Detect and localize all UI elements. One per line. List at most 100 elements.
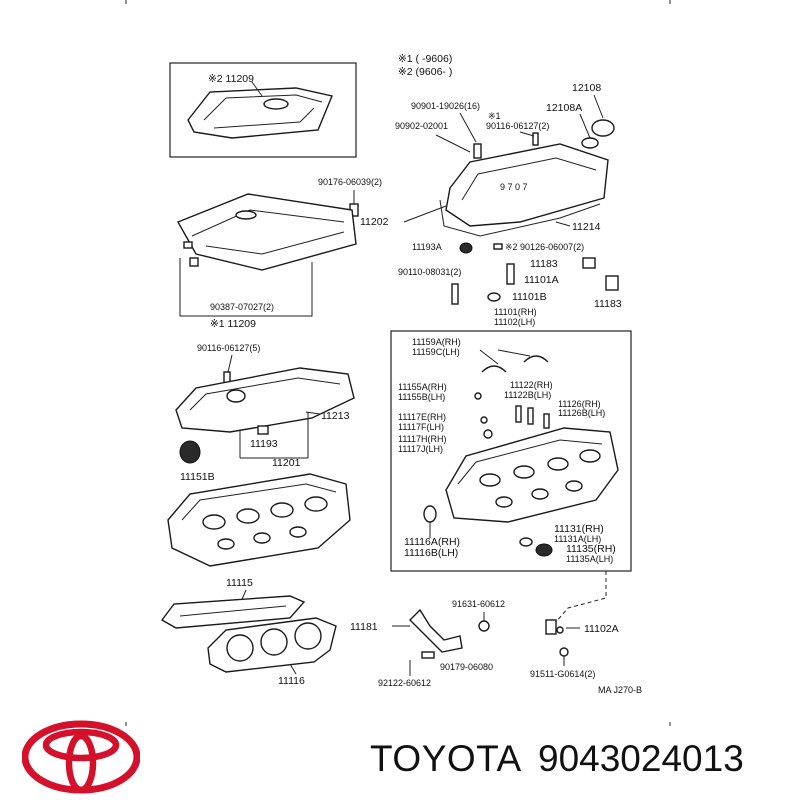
cover-emblem [235,210,257,220]
head-cover-rh [445,143,609,227]
label-90179: 90179-06080 [440,662,493,672]
plug [480,416,488,424]
port [495,496,513,508]
bush [487,292,501,302]
label-11201: 11201 [272,457,301,469]
bolt [473,143,482,159]
label-11117H: 11117H(RH) [398,434,447,444]
label-11209-top: ※2 11209 [208,73,254,85]
legend-line-2: ※2 (9606- ) [398,66,452,78]
guide [515,405,522,423]
label-11116B: 11116B(LH) [404,547,458,559]
label-11102A: 11102A [584,623,619,635]
label-90176: 90176-06039(2) [318,177,382,187]
leader-line [555,221,571,227]
legend-line-1: ※1 ( -9606) [398,53,452,65]
cover-bolt [189,257,199,267]
cover-gasket-11214 [439,199,601,237]
label-11213: 11213 [321,410,350,422]
cover-emblem [263,98,289,110]
plug [519,537,533,547]
reference-line [555,571,607,623]
plug [483,429,493,439]
seal [481,365,507,373]
guide [543,413,550,429]
plug-seal [257,425,269,435]
port [479,473,501,487]
plug [535,543,553,557]
port [513,465,535,479]
label-11159A: 11159A(RH) [412,337,461,347]
label-11202: 11202 [360,216,389,228]
oil-filler-cap [591,119,615,137]
port [547,457,569,471]
engine-cover-detail [205,231,345,255]
label-11122: 11122(RH) [510,380,553,390]
label-90901: 90901-19026(16) [411,101,480,111]
leader-line [497,349,531,357]
label-11155A: 11155A(RH) [398,382,447,392]
label-11122B: 11122B(LH) [504,390,551,400]
label-11193: 11193 [250,438,278,450]
label-12108: 12108 [572,82,601,94]
label-90116b: 90116-06127(5) [197,343,260,353]
label-11117J: 11117J(LH) [398,444,443,454]
label-90387: 90387-07027(2) [210,302,274,312]
engine-cover-detail [203,94,323,121]
engine-cover-lower [176,193,357,271]
head-detail [457,439,603,485]
leader-line [289,663,297,675]
plug-11116A [423,505,437,523]
label-11214: 11214 [572,221,601,233]
head-detail [181,483,337,521]
engine-cover-detail [213,107,315,129]
bracket-11181 [409,608,463,653]
filler-port [226,389,246,403]
label-11155B: 11155B(LH) [398,392,445,402]
label-90126: ※2 90126-06007(2) [505,242,584,252]
label-11117E: 11117E(RH) [398,412,446,422]
stud [421,651,435,659]
head-detail-box [390,330,632,572]
label-11159C: 11159C(LH) [412,347,460,357]
port [565,480,583,492]
grommet [582,257,596,269]
label-92122: 92122-60612 [378,678,431,688]
label-11101: 11101(RH) [494,307,537,317]
gasket-11115 [160,595,306,629]
label-11181: 11181 [350,621,378,633]
engine-cover-detail [191,209,345,237]
leader-line [403,205,447,223]
leader-line [519,131,535,137]
label-11116A: 11116A(RH) [404,536,460,548]
label-11101B: 11101B [512,291,547,303]
label-90902: 90902-02001 [395,121,448,131]
guide [527,407,534,425]
plug [474,392,482,400]
leader-line [435,134,471,153]
label-11117F: 11117F(LH) [398,422,444,432]
label-11115: 11115 [226,577,253,589]
bracket-line [179,258,313,317]
label-11183a: 11183 [530,258,558,270]
leader-line [593,94,604,119]
cover-mount [183,241,193,249]
cover-marking: 9 7 0 7 [500,182,528,192]
port [579,449,601,463]
bolt [532,132,539,146]
stud-bolt [451,283,459,305]
seal-11151B [179,440,201,464]
port [304,496,328,512]
head-cover-detail [189,377,341,411]
port [236,508,260,524]
bore [226,634,254,662]
plug-seal [459,242,473,254]
sensor-cap [556,626,564,634]
head-cover-detail [461,157,597,201]
label-11209-bot: ※1 11209 [210,318,256,330]
part-number: 9043024013 [538,738,744,779]
toyota-logo-shape [22,720,140,794]
label-11126B: 11126B(LH) [558,408,605,418]
label-11193A: 11193A [412,242,442,252]
engine-cover-top [187,87,333,139]
